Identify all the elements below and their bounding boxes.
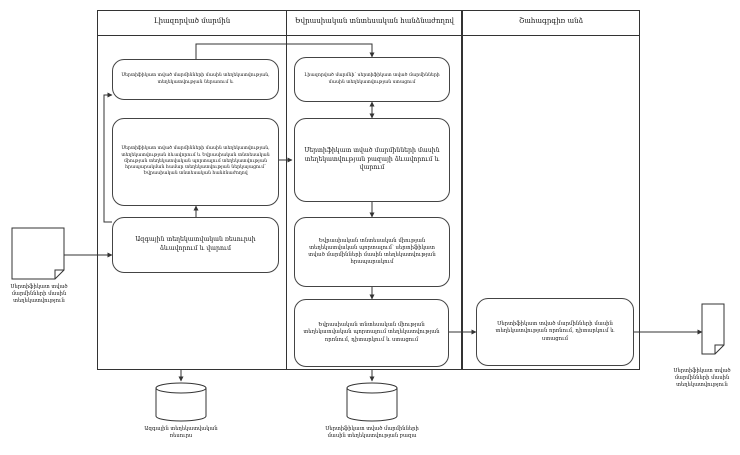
output-document-label: Սերտիֆիկատ տված մարմինների մասին տեղեկատ… bbox=[673, 368, 731, 388]
step-portal-search: Եվրասիական տնտեսական միության տեղեկատվակ… bbox=[294, 299, 449, 367]
eec-database-label: Սերտիֆիկատ տված մարմինների մասին տեղեկատ… bbox=[325, 426, 419, 439]
lane-title-interested-party: Շահագրգիռ անձ bbox=[518, 17, 584, 25]
input-document-label: Սերտիֆիկատ տված մարմինների մասին տեղեկատ… bbox=[10, 284, 68, 304]
eec-database-icon bbox=[346, 382, 398, 422]
step-receive-information: Լիազորված մարմնի՝ սերտիֆիկատ տված մարմին… bbox=[294, 57, 450, 102]
step-include-information: Սերտիֆիկատ տված մարմինների մասին տեղեկատ… bbox=[112, 59, 279, 100]
national-database-label: Ազգային տեղեկատվական ռեսուրս bbox=[144, 426, 218, 439]
lane-title-eec: Եվրասիական տնտեսական հանձնաժողով bbox=[295, 17, 454, 25]
step-national-resource: Ազգային տեղեկատվական ռեսուրսի ձևավորում … bbox=[112, 217, 279, 273]
step-form-and-submit-information: Սերտիֆիկատ տված մարմինների մասին տեղեկատ… bbox=[112, 118, 279, 206]
input-document-icon bbox=[11, 227, 65, 280]
step-database-formation: Սերտիֆիկատ տված մարմինների մասին տեղեկատ… bbox=[294, 118, 450, 202]
lane-header-divider bbox=[97, 35, 640, 36]
step-search-view-receive: Սերտիֆիկատ տված մարմինների մասին տեղեկատ… bbox=[476, 298, 634, 366]
national-database-icon bbox=[155, 382, 207, 422]
lane-title-authorized-body: Լիազորված մարմին bbox=[153, 17, 231, 25]
output-document-icon bbox=[701, 303, 725, 355]
step-portal-publication: Եվրասիական տնտեսական միության տեղեկատվակ… bbox=[294, 217, 450, 287]
lane-interested-party bbox=[462, 10, 640, 370]
